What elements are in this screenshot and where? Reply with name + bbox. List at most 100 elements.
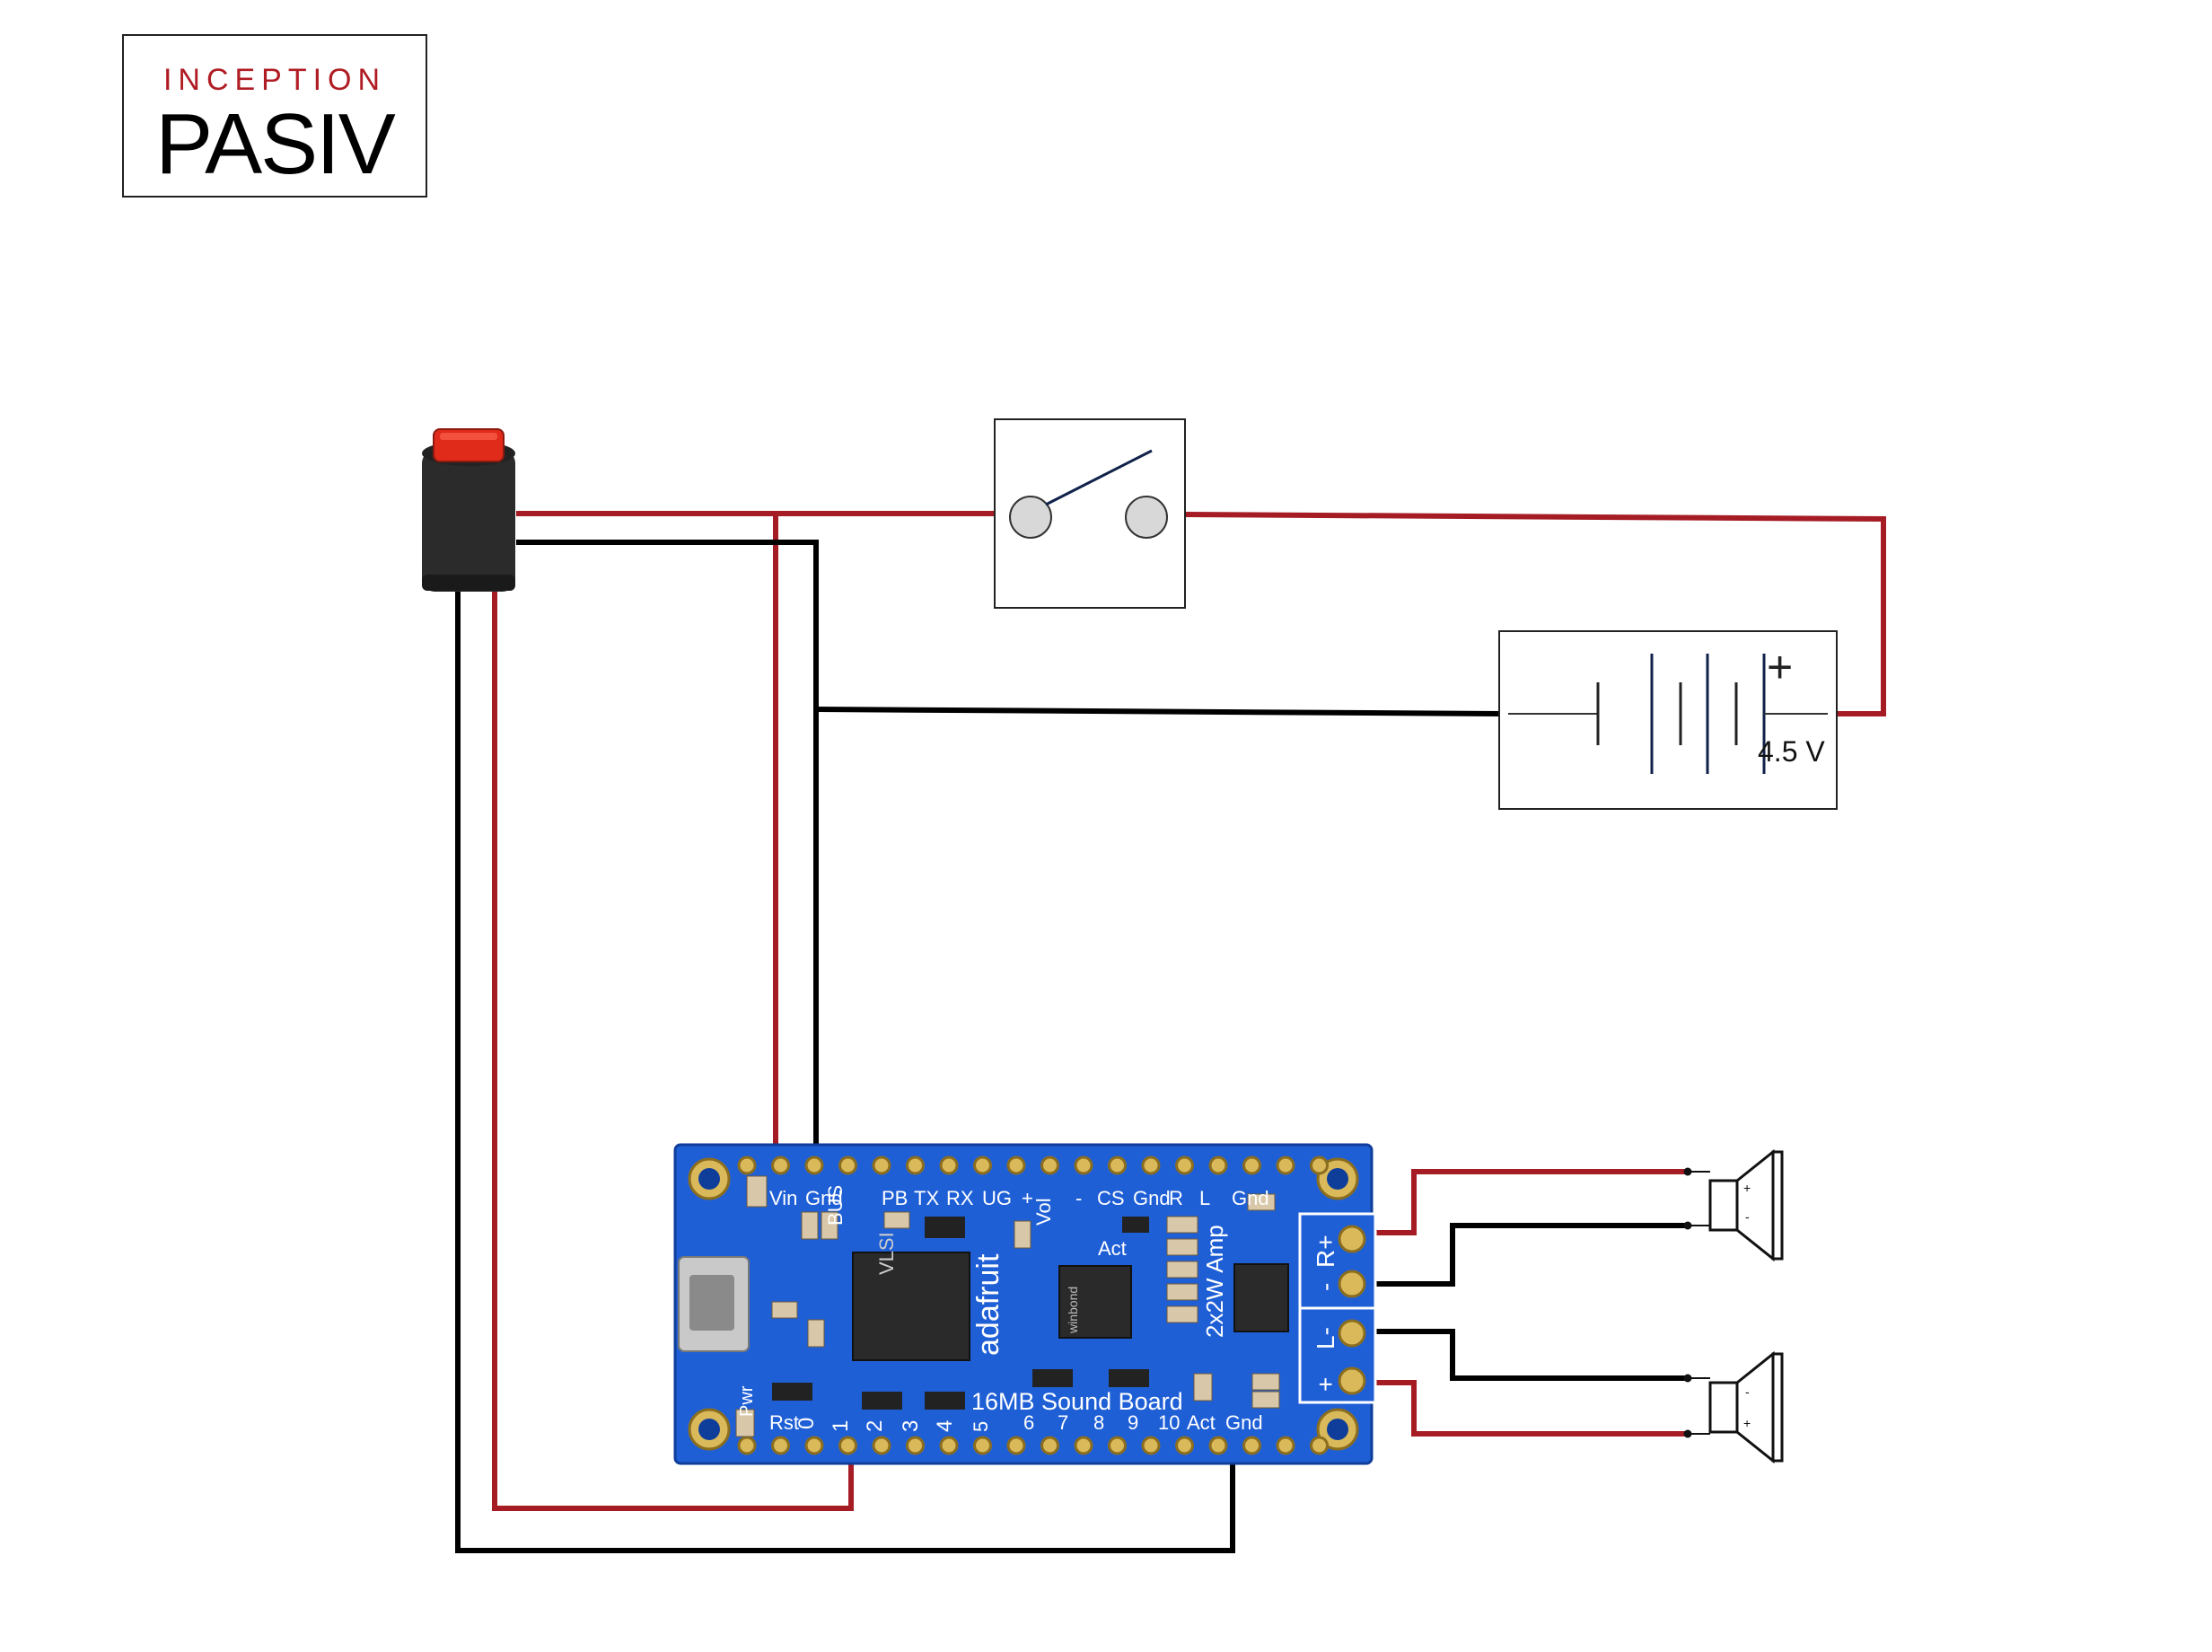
logo-box: INCEPTION PASIV [122, 34, 427, 198]
pin-pad [1074, 1436, 1093, 1455]
board-amp: 2x2W Amp [1201, 1225, 1228, 1338]
bottom-pin-label: 8 [1093, 1411, 1104, 1434]
amp-chip [1233, 1263, 1289, 1332]
wire-rminus [1375, 1223, 1688, 1287]
pin-pad [939, 1156, 959, 1175]
bottom-pin-label: 2 [863, 1420, 887, 1432]
top-pin-label: CS [1097, 1187, 1125, 1209]
bottom-pin-label: 5 [970, 1421, 992, 1432]
terminal-r-minus: - [1312, 1283, 1339, 1291]
wire-black-to-battery [815, 707, 1500, 716]
bottom-pin-label: 1 [829, 1420, 853, 1432]
bottom-pin-label: Act [1187, 1411, 1216, 1434]
wire-switch-to-battery [1184, 512, 1886, 716]
pin-pad [1074, 1156, 1093, 1175]
pin-pad [1040, 1436, 1059, 1455]
bottom-pin-label: 3 [899, 1420, 923, 1432]
board-act: Act [1098, 1237, 1127, 1260]
top-pin-label: R [1169, 1187, 1183, 1209]
pin-pad [804, 1156, 824, 1175]
vlsi-chip [852, 1252, 970, 1361]
speaker-left-minus: - [1745, 1384, 1750, 1399]
pin-pad [872, 1436, 891, 1455]
bottom-pin-label: Gnd [1225, 1411, 1263, 1434]
wire-black-to-gnd [516, 540, 819, 1145]
logo-title: PASIV [155, 96, 396, 192]
pin-pad [939, 1436, 959, 1455]
pin-pad [1175, 1436, 1194, 1455]
wire-red-to-pin1 [492, 591, 854, 1511]
pin-pad [1006, 1436, 1026, 1455]
top-pin-label: Gnd [1232, 1187, 1269, 1209]
pin-pad [1141, 1436, 1161, 1455]
pin-pad [1208, 1156, 1228, 1175]
pin-pad [872, 1156, 891, 1175]
bottom-pin-label: 9 [1128, 1411, 1138, 1434]
wires [455, 511, 1886, 1553]
vlsi-chip-label: VLSI [875, 1232, 898, 1275]
pin-pad [906, 1156, 925, 1175]
pin-pad [737, 1156, 757, 1175]
bottom-pin-label: 10 [1158, 1411, 1180, 1434]
speaker-right [1683, 1148, 1784, 1262]
terminal-plus: + [1312, 1377, 1339, 1392]
pin-pad [838, 1436, 857, 1455]
pin-pad [771, 1156, 790, 1175]
bottom-pin-pads [737, 1436, 1329, 1455]
battery-voltage-label: 4.5 V [1758, 735, 1825, 768]
top-pin-label: PB [882, 1187, 908, 1209]
bottom-pin-label: 0 [794, 1418, 819, 1429]
speaker-right-plus: + [1743, 1181, 1751, 1195]
pin-pad [1141, 1156, 1161, 1175]
pin-pad [1242, 1436, 1261, 1455]
bottom-pin-label: Rst [769, 1411, 799, 1434]
wire-black-to-gnd-pin [455, 591, 1235, 1553]
battery-plus-label: + [1767, 642, 1793, 692]
battery: + 4.5 V [1498, 630, 1838, 810]
top-pin-label: + [1022, 1187, 1033, 1209]
top-pin-label: Vin [769, 1187, 797, 1209]
pin-pad [1108, 1156, 1127, 1175]
top-pin-label: TX [914, 1187, 939, 1209]
pin-pad [804, 1436, 824, 1455]
top-pin-label: Gnd [805, 1187, 843, 1209]
wire-lplus [1375, 1380, 1686, 1437]
pin-pad [1276, 1156, 1295, 1175]
top-pin-label: UG [982, 1187, 1012, 1209]
bottom-pin-label: 7 [1058, 1411, 1068, 1434]
logo-subtitle: INCEPTION [162, 63, 387, 97]
pin-pad [906, 1436, 925, 1455]
pin-pad [973, 1156, 992, 1175]
wire-rplus [1375, 1169, 1686, 1235]
pin-pad [1208, 1436, 1228, 1455]
pin-pad [1310, 1156, 1329, 1175]
wire-lminus [1375, 1329, 1688, 1381]
board-title: 16MB Sound Board [971, 1388, 1183, 1415]
bottom-pin-label: 6 [1023, 1411, 1034, 1434]
pin-pad [1310, 1436, 1329, 1455]
flash-chip [1058, 1265, 1132, 1339]
board-brand: adafruit [971, 1253, 1005, 1356]
smd-components [735, 1175, 1280, 1437]
push-button [422, 428, 515, 592]
switch [994, 418, 1186, 609]
terminal-r-plus: R+ [1312, 1235, 1339, 1268]
pin-pad [737, 1436, 757, 1455]
pin-pad [1242, 1156, 1261, 1175]
top-pin-label: Gnd [1133, 1187, 1171, 1209]
terminal-l-minus: L- [1312, 1327, 1339, 1349]
top-pin-label: L [1199, 1187, 1210, 1209]
top-pin-label: BUS [824, 1185, 847, 1226]
sound-board: VLSI winbond R+ [673, 1143, 1377, 1465]
top-pin-label: RX [946, 1187, 974, 1209]
speaker-left [1683, 1350, 1784, 1464]
pin-pad [838, 1156, 857, 1175]
pin-pad [1006, 1156, 1026, 1175]
pin-pad [1040, 1156, 1059, 1175]
bottom-pin-label: 4 [933, 1420, 957, 1432]
speaker-left-plus: + [1743, 1416, 1751, 1430]
top-pin-label: - [1075, 1187, 1082, 1209]
pin-pad [973, 1436, 992, 1455]
